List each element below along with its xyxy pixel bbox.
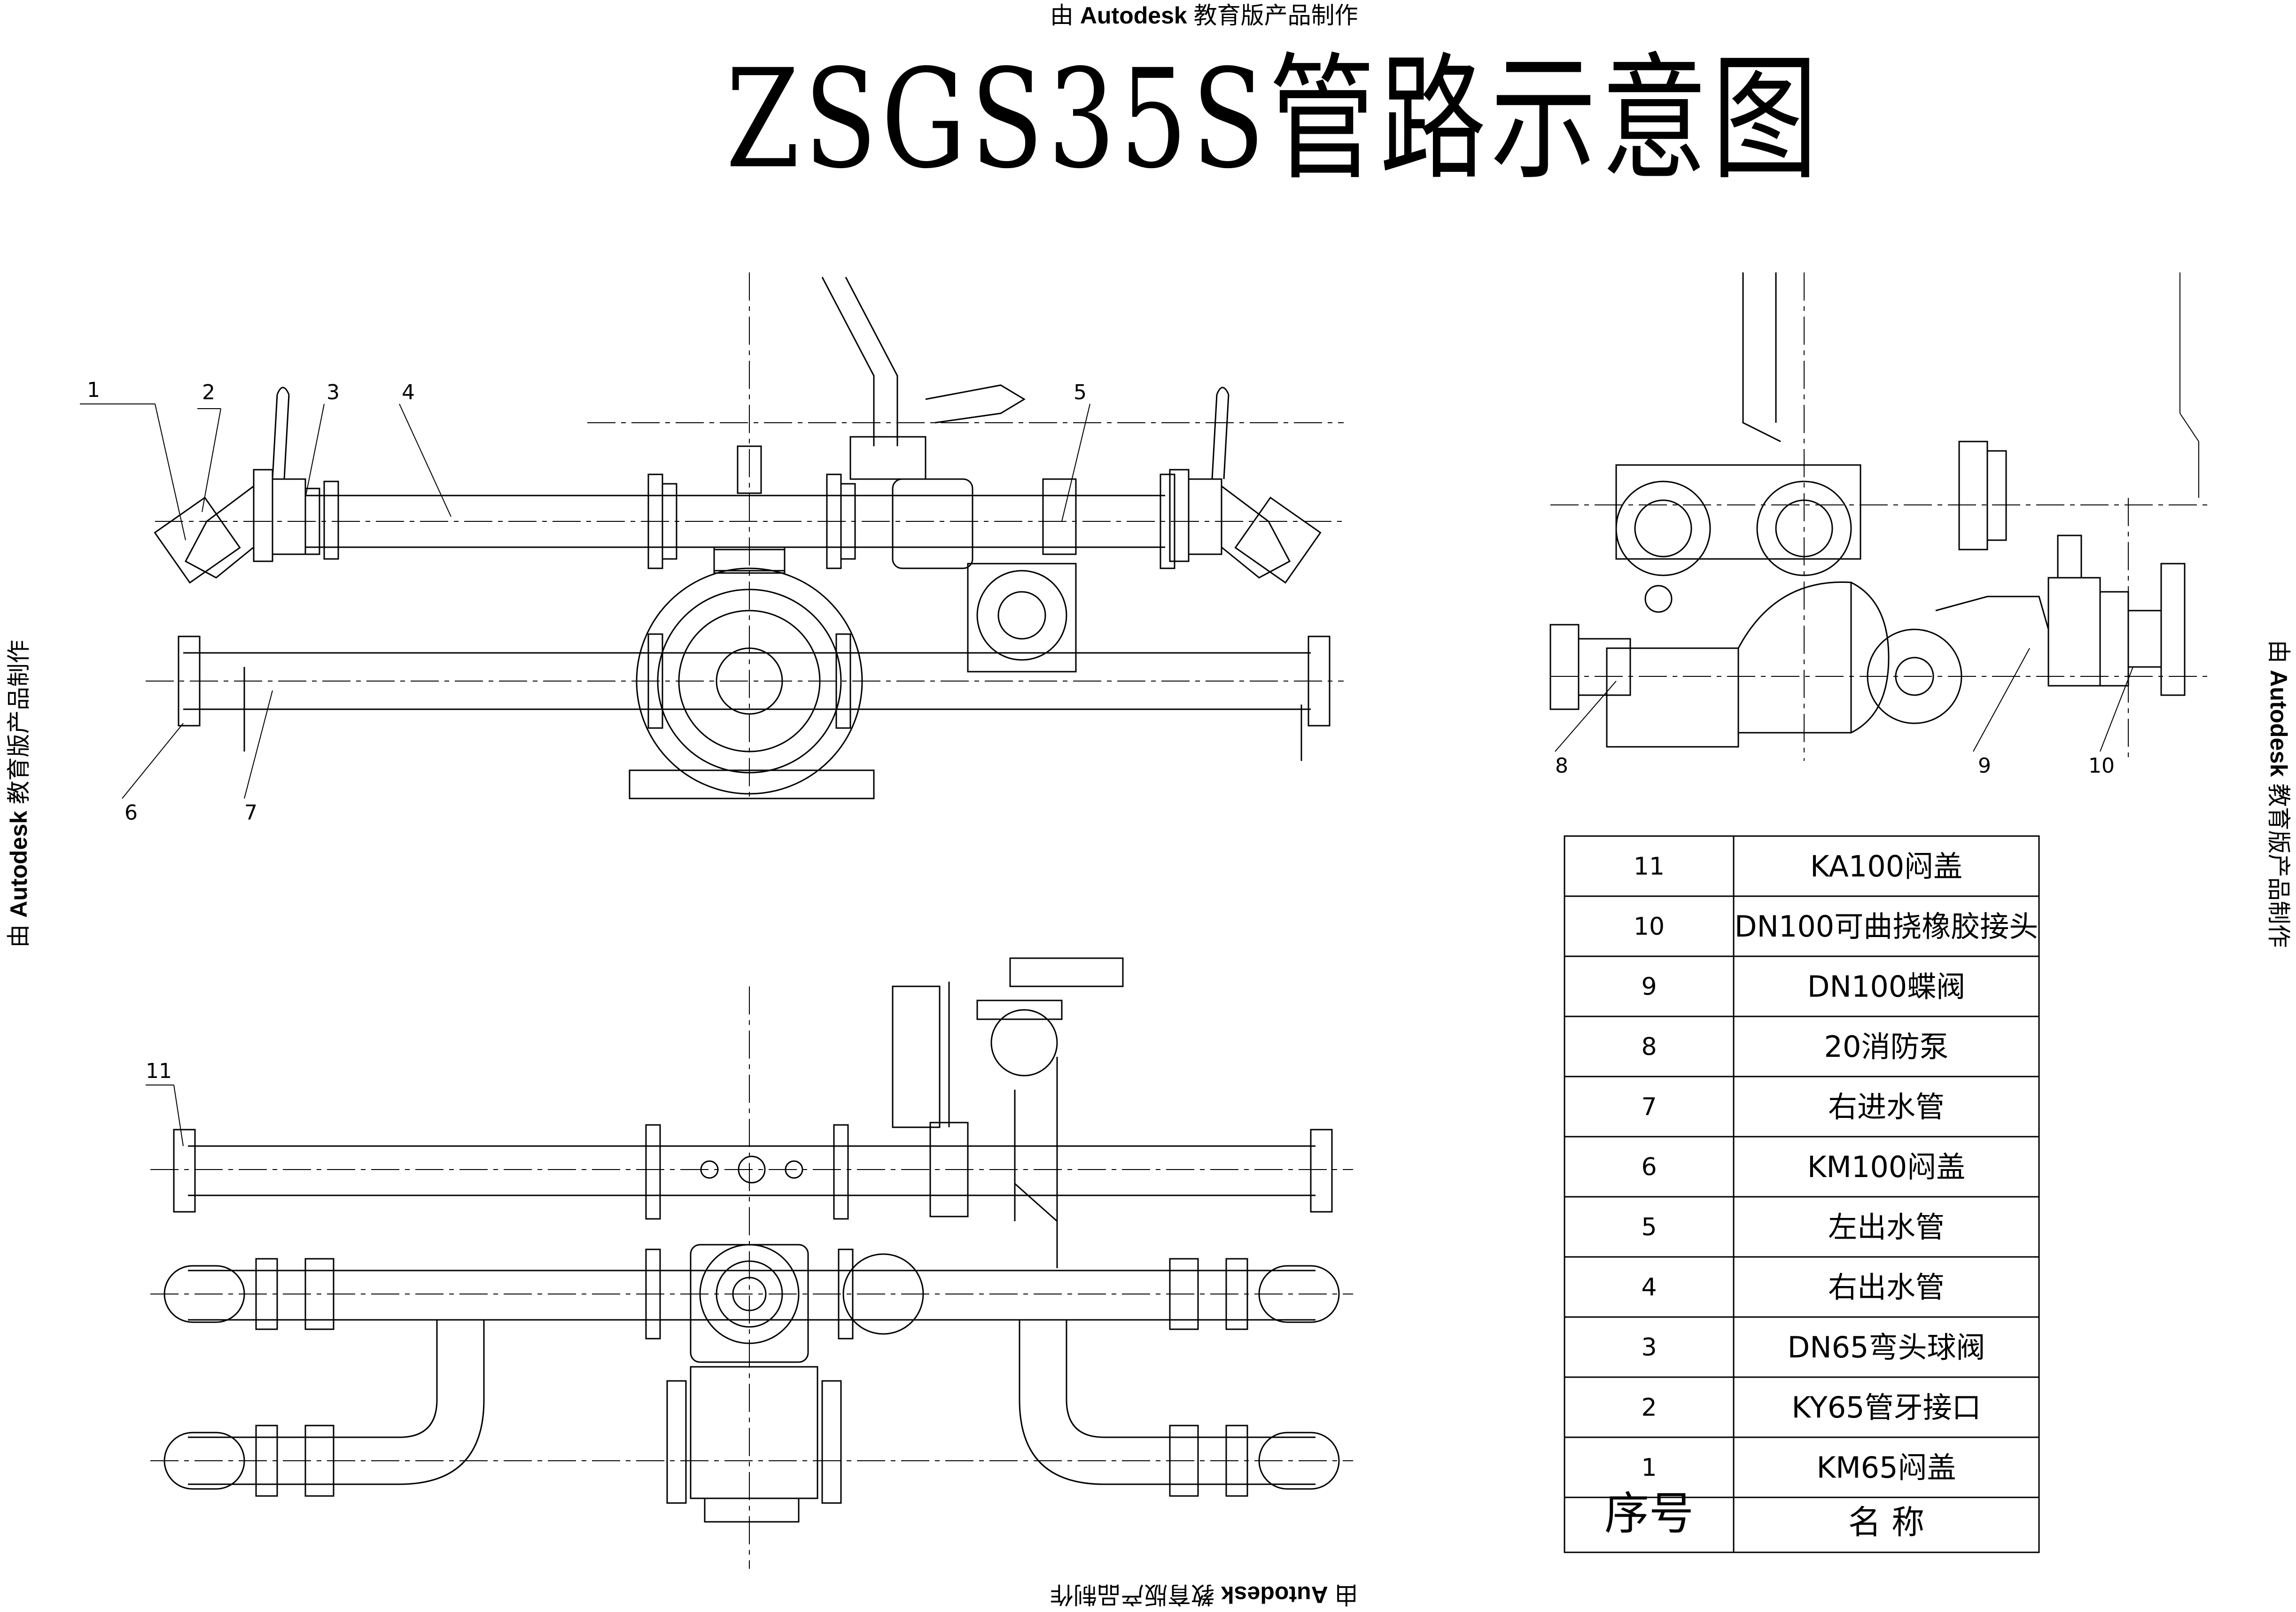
table-row-name: DN100蝶阀 — [1807, 969, 1965, 1004]
table-row-no: 10 — [1634, 913, 1665, 941]
table-row-no: 4 — [1641, 1273, 1657, 1302]
table-row-name: KA100闷盖 — [1810, 849, 1962, 884]
drawing-title: ZSGS35S管路示意图 — [726, 40, 1822, 199]
callout-11: 11 — [146, 1059, 172, 1083]
callout-4: 4 — [402, 380, 415, 404]
table-row-no: 3 — [1641, 1333, 1657, 1362]
table-row-no: 7 — [1641, 1093, 1657, 1121]
table-row-name: DN65弯头球阀 — [1787, 1330, 1985, 1364]
parts-table: 11 KA100闷盖 10 DN100可曲挠橡胶接头 9 DN100蝶阀 8 20消防泵 7 右进… — [1564, 835, 2040, 1553]
front-view — [146, 957, 1353, 1569]
callout-3: 3 — [327, 380, 340, 404]
callout-6: 6 — [125, 801, 138, 825]
table-row-name: KM100闷盖 — [1807, 1150, 1966, 1184]
table-row-name: DN100可曲挠橡胶接头 — [1735, 909, 2038, 944]
callout-8: 8 — [1555, 754, 1568, 778]
table-header-name: 名 称 — [1848, 1503, 1924, 1542]
table-row-no: 6 — [1641, 1153, 1657, 1181]
table-row-name: 右出水管 — [1828, 1270, 1945, 1304]
watermark-top: 由 Autodesk 教育版产品制作 — [1050, 2, 1358, 29]
table-row-name: KM65闷盖 — [1816, 1450, 1956, 1485]
callout-7: 7 — [244, 801, 257, 825]
table-row-name: 左出水管 — [1828, 1210, 1945, 1244]
table-row-no: 1 — [1641, 1454, 1657, 1482]
top-view — [80, 272, 1344, 799]
table-row-no: 9 — [1641, 973, 1657, 1001]
table-row-no: 8 — [1641, 1033, 1657, 1061]
table-row-no: 2 — [1641, 1394, 1657, 1422]
table-row-name: 20消防泵 — [1824, 1030, 1949, 1064]
table-header-no: 序号 — [1604, 1488, 1694, 1540]
callout-1: 1 — [87, 378, 100, 402]
callout-2: 2 — [202, 380, 215, 404]
side-view — [1549, 272, 2213, 761]
table-row-no: 5 — [1641, 1213, 1657, 1241]
table-row-no: 11 — [1634, 852, 1665, 881]
table-row-name: KY65管牙接口 — [1791, 1390, 1981, 1425]
callout-5: 5 — [1074, 380, 1087, 404]
callout-10: 10 — [2088, 754, 2115, 778]
table-row-name: 右进水管 — [1828, 1090, 1945, 1124]
callout-labels: 1 2 3 4 5 6 7 8 9 10 11 — [87, 378, 2115, 1083]
callout-9: 9 — [1978, 754, 1991, 778]
